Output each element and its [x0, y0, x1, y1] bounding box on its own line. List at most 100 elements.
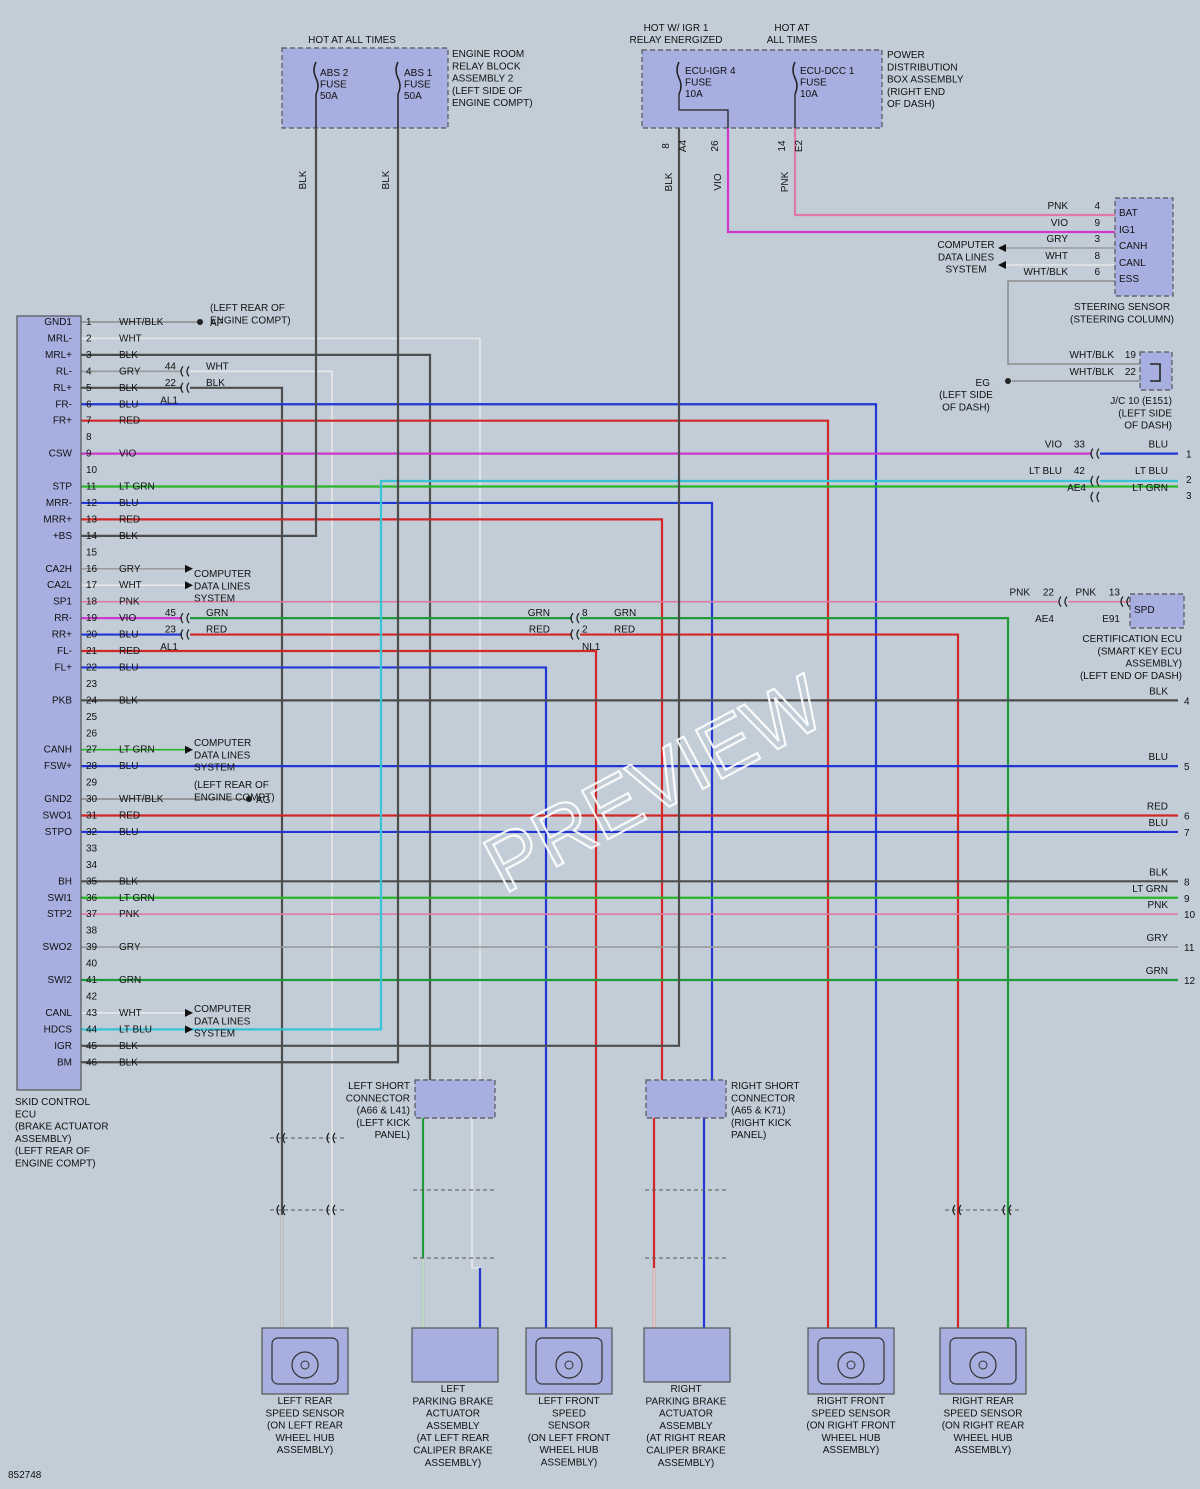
continuation-number: 8 — [1184, 877, 1190, 888]
connector-mark — [180, 612, 190, 624]
right-pin-label: 33 — [1074, 440, 1086, 451]
ecu-pin-wire-color: LT GRN — [119, 482, 155, 493]
pdb-connector: E2 — [794, 139, 805, 152]
connector-mark — [276, 1204, 286, 1216]
ecu-pin-number: 16 — [86, 564, 98, 575]
right-wire-label: RED — [1147, 802, 1168, 813]
ecu-pin-number: 29 — [86, 778, 98, 789]
fuse-label: FUSE — [320, 80, 347, 91]
arrow — [185, 1008, 193, 1017]
component-name: RIGHT — [670, 1384, 701, 1395]
ecu-pin-number: 25 — [86, 712, 98, 723]
nl1-pin: 8 — [582, 608, 588, 619]
component-name: WHEEL HUB — [539, 1445, 598, 1456]
ecu-pin-number: 15 — [86, 547, 98, 558]
wire-color-label: PNK — [780, 171, 791, 192]
ecu-pin-signal: MRR- — [46, 498, 72, 509]
pdb-header: ALL TIMES — [767, 35, 818, 46]
continuation-number: 7 — [1184, 828, 1190, 839]
wire-mrl-minus — [81, 337, 481, 1080]
arrow — [185, 1025, 193, 1034]
fuse-label: ECU-IGR 4 — [685, 66, 736, 77]
relay-name: ENGINE ROOM — [452, 49, 524, 60]
cdl-label: DATA LINES — [194, 750, 251, 761]
al1-label: AL1 — [160, 395, 178, 406]
right-connector-label: AE4 — [1067, 483, 1086, 494]
wire-rl-plus-2 — [190, 386, 284, 1330]
component-name: (AT LEFT REAR — [417, 1433, 490, 1444]
connector-mark — [570, 612, 580, 624]
relay-name: (LEFT SIDE OF — [452, 86, 522, 97]
left-short-name: (A66 & L41) — [357, 1106, 410, 1117]
nl1-pin: 2 — [582, 625, 588, 636]
ecu-pin-signal: GND2 — [44, 794, 72, 805]
ecu-pin-number: 35 — [86, 876, 98, 887]
component-name: (ON RIGHT REAR — [942, 1421, 1025, 1432]
ground-label: EG — [976, 378, 991, 389]
ecu-pin-number: 31 — [86, 811, 98, 822]
cert-pin-signal: SPD — [1134, 605, 1155, 616]
ground-location: (LEFT SIDE — [939, 390, 993, 401]
wire-layer — [81, 128, 1178, 1330]
ecu-pin-wire-color: GRY — [119, 564, 141, 575]
ecu-pin-signal: MRL+ — [45, 350, 72, 361]
al1-pin: 44 — [165, 361, 177, 372]
wire-bs — [81, 128, 318, 537]
ground-location: OF DASH) — [942, 402, 990, 413]
component-name: SPEED SENSOR — [266, 1408, 345, 1419]
wire-fr-plus — [81, 419, 830, 1330]
ecu-pin-wire-color: WHT — [119, 1008, 142, 1019]
right-wire-label: LT GRN — [1132, 884, 1168, 895]
ecu-pin-wire-color: BLU — [119, 662, 138, 673]
steering-pin-signal: BAT — [1119, 208, 1138, 219]
power-distribution-box — [641, 49, 883, 129]
component-name: ASSEMBLY) — [425, 1458, 482, 1469]
ecu-pin-signal: CANH — [44, 745, 72, 756]
steering-wire-color: VIO — [1051, 218, 1068, 229]
component-name: RIGHT REAR — [952, 1396, 1014, 1407]
continuation-number: 3 — [1186, 491, 1192, 502]
right-short-name: CONNECTOR — [731, 1093, 795, 1104]
steering-pin-number: 4 — [1094, 201, 1100, 212]
arrow — [185, 745, 193, 754]
ecu-name: ASSEMBLY) — [15, 1134, 72, 1145]
right-connector-label: AE4 — [1035, 614, 1054, 625]
component-name: SPEED SENSOR — [812, 1408, 891, 1419]
pdb-name: OF DASH) — [887, 99, 935, 110]
pdb-pin-number: 14 — [777, 140, 788, 152]
ground-af: AF — [210, 318, 223, 329]
ecu-name: ENGINE COMPT) — [15, 1159, 96, 1170]
ecu-pin-number: 24 — [86, 695, 98, 706]
ecu-pin-signal: CA2L — [47, 580, 72, 591]
cdl-label: COMPUTER — [194, 738, 251, 749]
ecu-pin-number: 4 — [86, 366, 92, 377]
fuse-symbol — [792, 61, 798, 95]
right-short-name: PANEL) — [731, 1130, 766, 1141]
preview-watermark: PREVIEW — [470, 658, 838, 910]
wire-igr — [81, 128, 681, 1047]
continuation-number: 11 — [1184, 943, 1195, 954]
jc-name: (LEFT SIDE — [1118, 408, 1172, 419]
al1-wire: WHT — [206, 361, 229, 372]
wire-rl-minus-2 — [190, 370, 333, 1330]
ecu-pin-wire-color: VIO — [119, 449, 136, 460]
ecu-pin-number: 3 — [86, 350, 92, 361]
arrow — [998, 261, 1006, 269]
ecu-pin-number: 8 — [86, 432, 92, 443]
steering-pin-number: 6 — [1094, 267, 1100, 278]
ecu-pin-wire-color: WHT — [119, 333, 142, 344]
ecu-pin-number: 40 — [86, 959, 98, 970]
ecu-pin-number: 6 — [86, 399, 92, 410]
right-wire-label: LT BLU — [1029, 466, 1062, 477]
ecu-pin-number: 42 — [86, 991, 98, 1002]
left-short-name: (LEFT KICK — [356, 1118, 410, 1129]
junction-connector-10 — [1139, 351, 1173, 391]
sensor-hub — [846, 1360, 856, 1370]
continuation-number: 9 — [1184, 894, 1190, 905]
jc-name: J/C 10 (E151) — [1110, 396, 1172, 407]
component-name: CALIPER BRAKE — [646, 1446, 726, 1457]
ecu-pin-number: 39 — [86, 942, 98, 953]
ecu-pin-number: 10 — [86, 465, 98, 476]
ecu-name: ECU — [15, 1109, 36, 1120]
component-name: ASSEMBLY) — [541, 1458, 598, 1469]
